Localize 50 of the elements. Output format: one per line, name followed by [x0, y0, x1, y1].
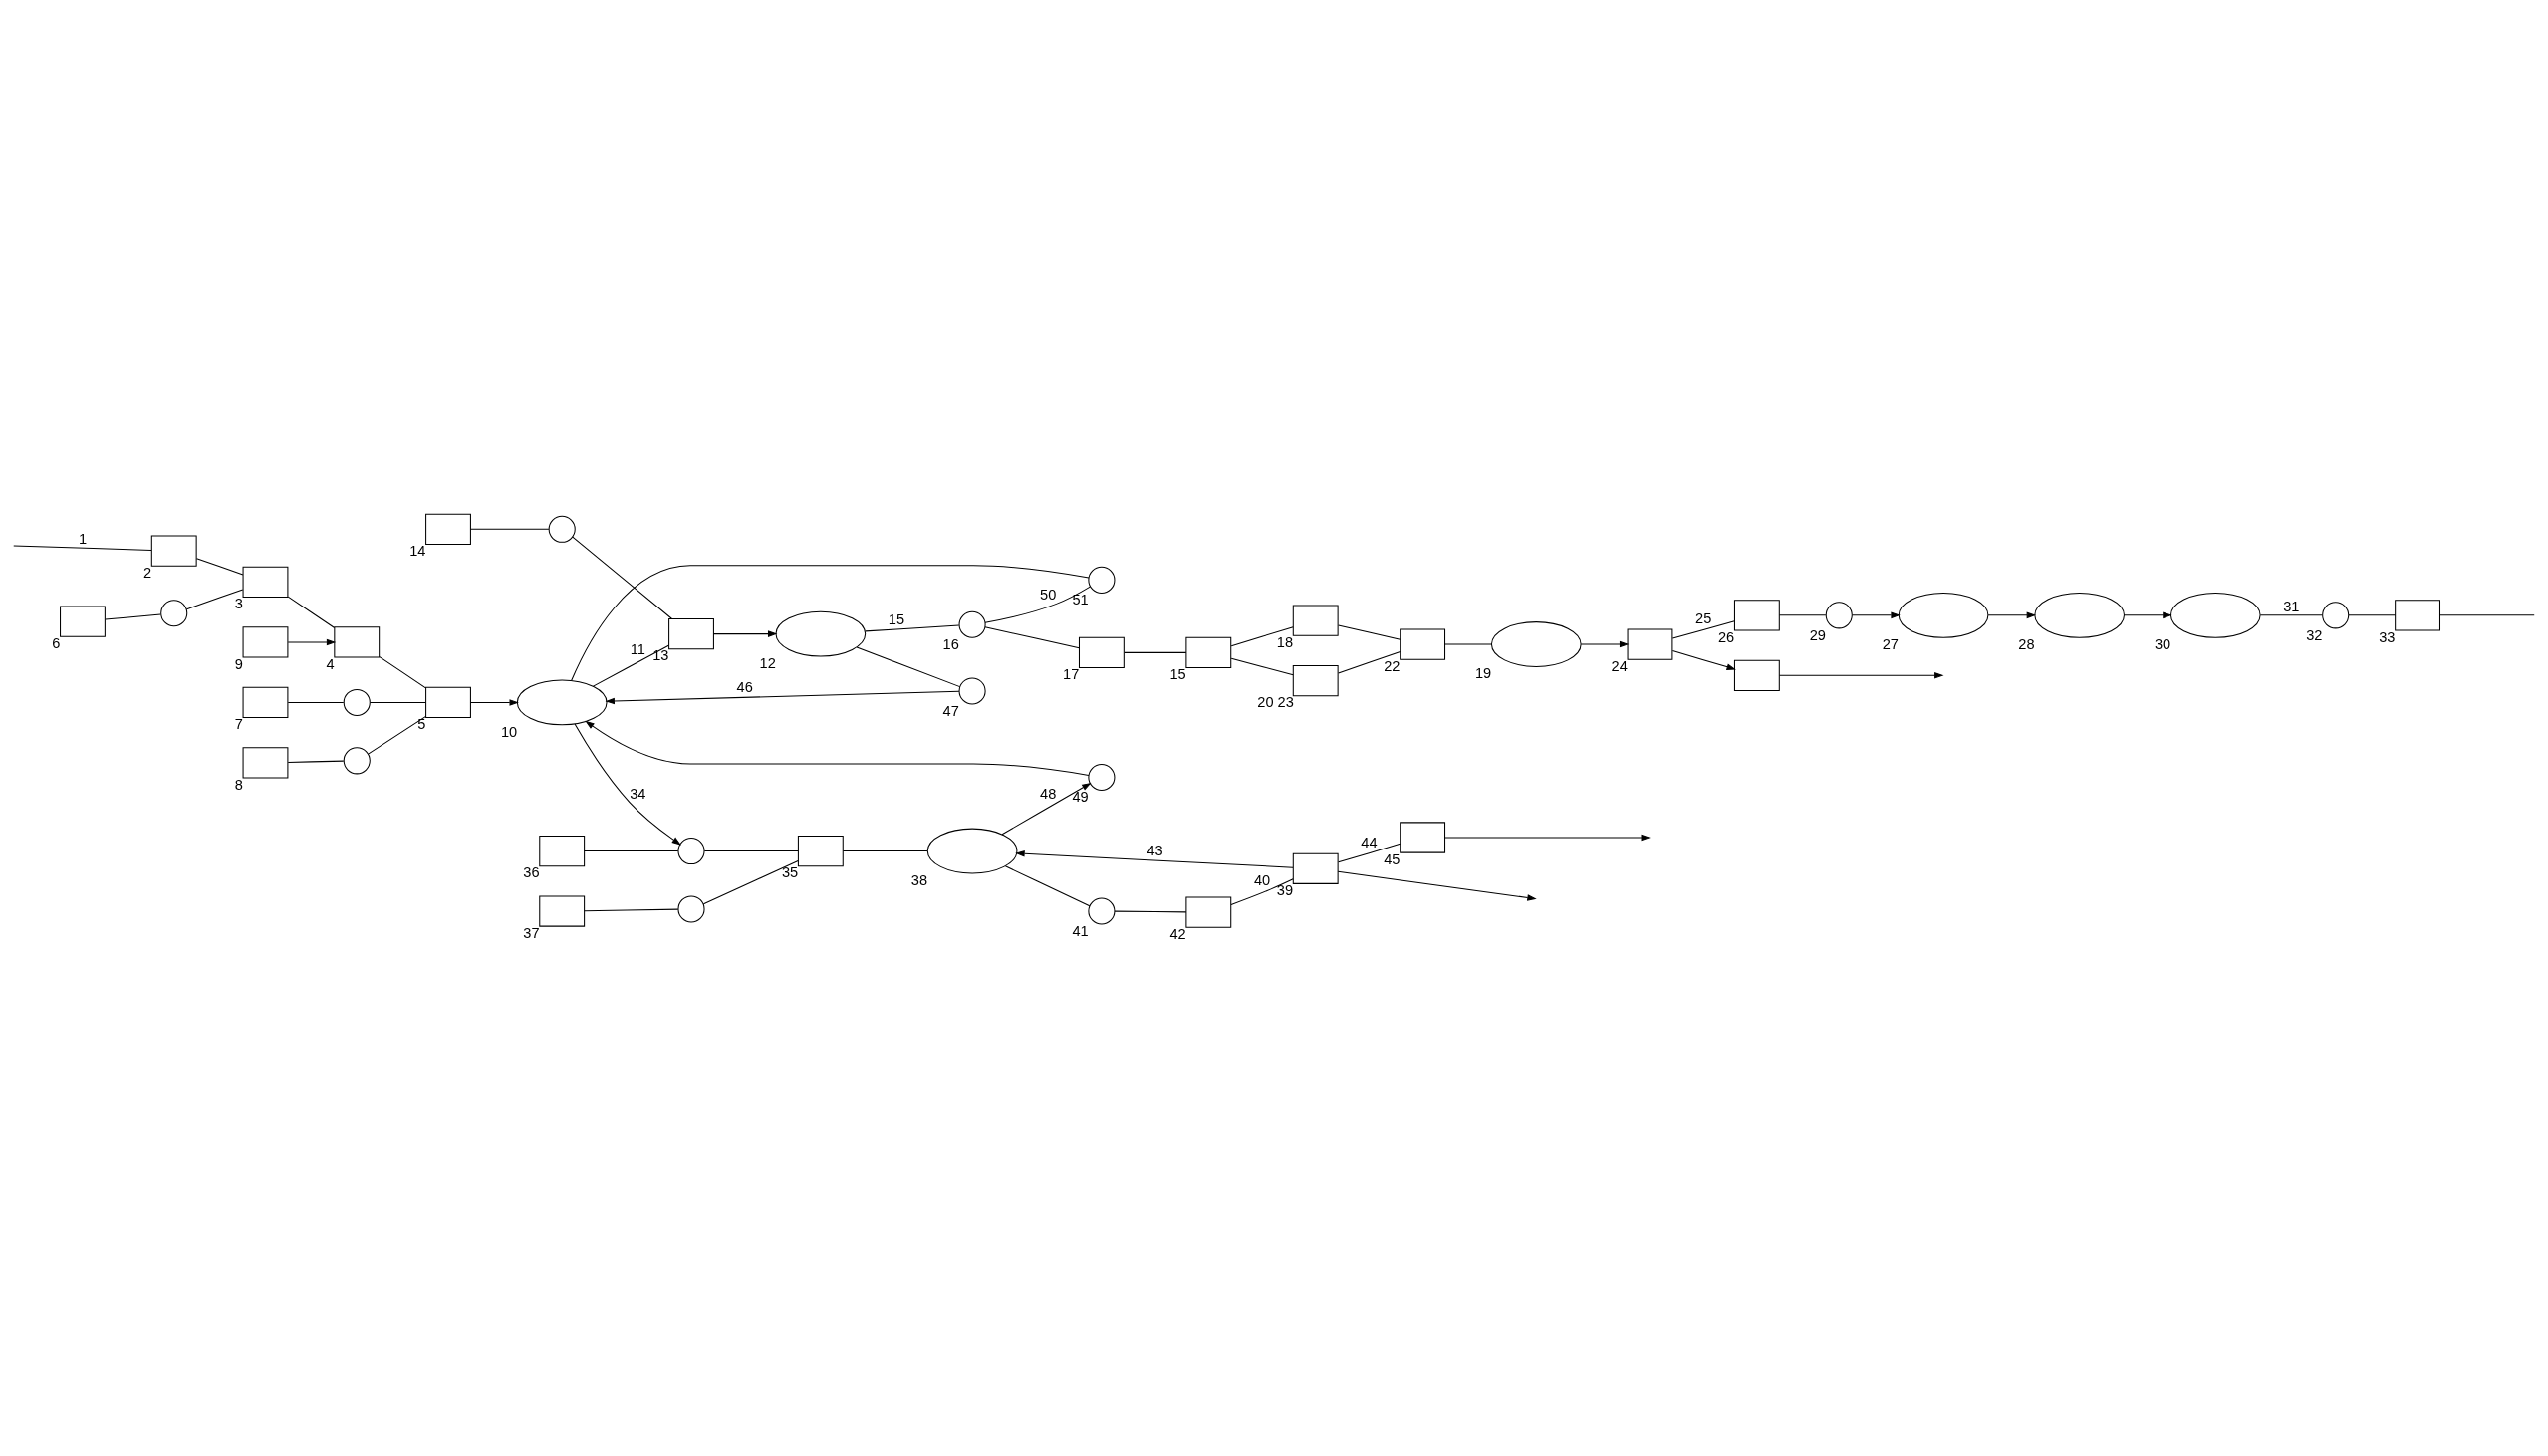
- node-label: 4: [326, 655, 335, 672]
- node-label: 7: [234, 715, 243, 732]
- edge-label: 40: [1253, 871, 1271, 888]
- edge-label: 50: [1040, 586, 1057, 603]
- node-label: 9: [234, 655, 243, 672]
- node-label: 39: [1276, 881, 1294, 898]
- node-label: 8: [234, 776, 243, 793]
- node-label: 17: [1063, 665, 1080, 682]
- edge-label: 48: [1040, 785, 1057, 802]
- node-label: 15: [1169, 665, 1186, 682]
- node-label: 33: [2379, 628, 2396, 645]
- edge-label: 15: [888, 610, 905, 627]
- node-label: 24: [1611, 657, 1628, 674]
- edge-label: 46: [736, 678, 753, 695]
- node-label: 35: [781, 863, 799, 880]
- node-label: 28: [2018, 635, 2035, 652]
- node-label: 45: [1384, 850, 1401, 867]
- node-label: 41: [1072, 922, 1089, 939]
- node-label: 26: [1718, 628, 1735, 645]
- edge-label: 44: [1361, 834, 1378, 850]
- node-label: 29: [1809, 626, 1826, 643]
- node-label: 36: [523, 863, 540, 880]
- edge-label: 25: [1695, 609, 1712, 626]
- node-label: 2: [143, 564, 152, 581]
- edge-label: 31: [2283, 598, 2300, 614]
- node-label: 19: [1475, 664, 1492, 681]
- node-label: 6: [52, 634, 61, 651]
- node-label: 13: [652, 646, 669, 663]
- edge-label: 43: [1147, 842, 1163, 858]
- node-label: 18: [1276, 633, 1294, 650]
- node-label: 5: [417, 715, 426, 732]
- node-label: 47: [942, 702, 959, 719]
- node-label: 20 23: [1257, 693, 1294, 710]
- node-label: 14: [409, 542, 426, 559]
- node-label: 30: [2154, 635, 2171, 652]
- edge-label: 11: [630, 640, 645, 657]
- edge-label: 34: [630, 785, 646, 802]
- node-label: 22: [1384, 657, 1401, 674]
- node-label: 3: [234, 595, 243, 611]
- node-label: 32: [2306, 626, 2323, 643]
- node-label: 10: [500, 723, 518, 740]
- node-label: 49: [1072, 788, 1089, 805]
- node-label: 27: [1882, 635, 1899, 652]
- node-label: 51: [1072, 591, 1089, 607]
- node-label: 42: [1169, 925, 1186, 942]
- node-label: 16: [942, 635, 959, 652]
- node-label: 12: [759, 654, 776, 671]
- node-label: 38: [910, 871, 928, 888]
- edge-label: 1: [78, 530, 88, 547]
- node-label: 37: [523, 924, 540, 941]
